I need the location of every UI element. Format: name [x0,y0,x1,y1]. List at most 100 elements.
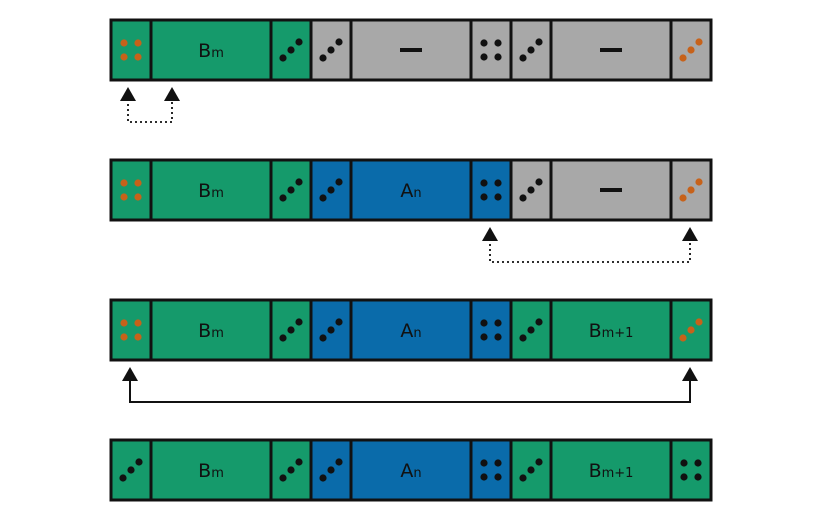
cell-tag-6 [469,438,513,502]
cell-tag-6 [469,18,513,82]
dot [680,473,688,481]
block-label: Bm+1 [589,460,634,482]
cell-box [669,438,713,502]
block-label-subscript: m+1 [602,326,634,341]
block-label: An [400,180,421,202]
cell-tag-3 [269,438,313,502]
dot [119,474,127,482]
cell-box [469,298,513,362]
dot [494,179,502,187]
dot [127,466,135,474]
link-line [129,379,691,403]
cell-box [109,298,153,362]
cell-box [149,298,273,362]
dot [327,326,335,334]
block-label-main: A [400,460,413,482]
block-label: An [400,460,421,482]
cell-tag-6 [469,298,513,362]
dot [519,474,527,482]
block-label-main: B [198,320,211,342]
cell-tag-7 [509,298,553,362]
pointer-link [482,227,698,263]
dot [335,38,343,46]
block-label-subscript: m [211,326,224,341]
cell-payload-8 [549,18,673,82]
dot [494,39,502,47]
cell-payload-2: Bm [149,438,273,502]
dot [327,46,335,54]
dot [120,39,128,47]
cell-payload-8: Bm+1 [549,298,673,362]
memory-row-1: Bm [0,18,823,123]
dot [695,178,703,186]
cell-tag-9 [669,438,713,502]
dot [120,333,128,341]
cell-box [469,438,513,502]
pointer-link [122,367,698,403]
dot [134,319,142,327]
dot [120,319,128,327]
dot [134,193,142,201]
dot [287,466,295,474]
dot [134,333,142,341]
dot [327,466,335,474]
dot [480,179,488,187]
cell-tag-1 [109,18,153,82]
dot [527,186,535,194]
block-label: Bm+1 [589,320,634,342]
cell-tag-3 [269,158,313,222]
dot [687,46,695,54]
cell-tag-4 [309,18,353,82]
dot [680,459,688,467]
cell-box [349,158,473,222]
dot [480,39,488,47]
block-label-main: B [589,320,602,342]
cell-tag-7 [509,158,553,222]
block-label: Bm [198,460,224,482]
block-label-main: B [198,40,211,62]
dot [480,459,488,467]
dot [279,194,287,202]
empty-dash [600,188,622,192]
arrow-head-right [682,227,698,241]
dot [494,473,502,481]
dot [494,319,502,327]
dot [319,54,327,62]
dot [519,54,527,62]
cell-payload-2: Bm [149,298,273,362]
block-label-subscript: m [211,186,224,201]
dot [679,54,687,62]
cell-tag-7 [509,438,553,502]
dot [519,194,527,202]
cell-tag-9 [669,298,713,362]
dot [687,186,695,194]
arrow-head-left [120,87,136,101]
dot [535,178,543,186]
block-label: Bm [198,180,224,202]
dot [335,458,343,466]
cell-tag-4 [309,438,353,502]
cell-box [509,298,553,362]
dot [295,318,303,326]
block-label: Bm [198,40,224,62]
dot [319,474,327,482]
cell-payload-5 [349,18,473,82]
pointer-link [120,87,180,123]
dot [535,38,543,46]
dot [120,53,128,61]
dot [480,193,488,201]
cell-payload-2: Bm [149,18,273,82]
dot [480,53,488,61]
dot [527,326,535,334]
cell-payload-2: Bm [149,158,273,222]
block-label-subscript: m [211,46,224,61]
cell-payload-5: An [349,158,473,222]
dot [135,458,143,466]
block-label-subscript: m+1 [602,466,634,481]
memory-row-2: Bm An [0,158,823,263]
block-label-main: A [400,180,413,202]
cell-tag-9 [669,18,713,82]
cell-tag-1 [109,298,153,362]
cell-tag-6 [469,158,513,222]
